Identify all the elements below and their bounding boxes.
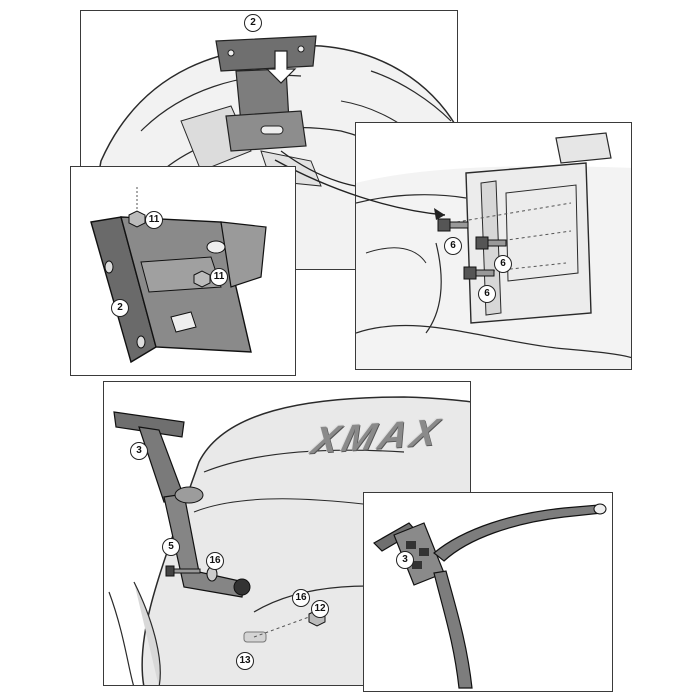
callout-part-5: 5 [162, 538, 180, 556]
bracket-part [90, 216, 267, 364]
rear-bracket [215, 35, 317, 152]
callout-part-6a: 6 [444, 237, 462, 255]
bolt-b [475, 236, 507, 250]
callout-part-16b: 16 [292, 589, 310, 607]
bolt-c [463, 266, 495, 280]
screw-5 [165, 565, 201, 577]
callout-part-11-top: 11 [145, 211, 163, 229]
callout-part-6c: 6 [478, 285, 496, 303]
down-arrow-icon [265, 50, 297, 84]
callout-part-6b: 6 [494, 255, 512, 273]
callout-part-11-mid: 11 [210, 268, 228, 286]
bolt-a [437, 218, 469, 232]
bracket-closeup-drawing [90, 187, 267, 364]
panel-frame-detail: 3 [363, 492, 613, 692]
nut-middle [193, 270, 211, 288]
callout-part-13: 13 [236, 652, 254, 670]
callout-part-2: 2 [244, 14, 262, 32]
frame-part [373, 503, 607, 689]
connector-arrow [274, 159, 446, 220]
callout-part-3: 3 [130, 442, 148, 460]
panel-bolt-detail: 6 6 6 [355, 122, 632, 370]
bolt-mounting-drawing [356, 132, 631, 369]
panel-bracket-closeup: 11 11 2 [70, 166, 296, 376]
callout-part-3-detail: 3 [396, 551, 414, 569]
nut-top [128, 187, 146, 228]
callout-part-2-closeup: 2 [111, 299, 129, 317]
callout-part-16: 16 [206, 552, 224, 570]
frame-detail-drawing [373, 503, 607, 689]
callout-part-12: 12 [311, 600, 329, 618]
